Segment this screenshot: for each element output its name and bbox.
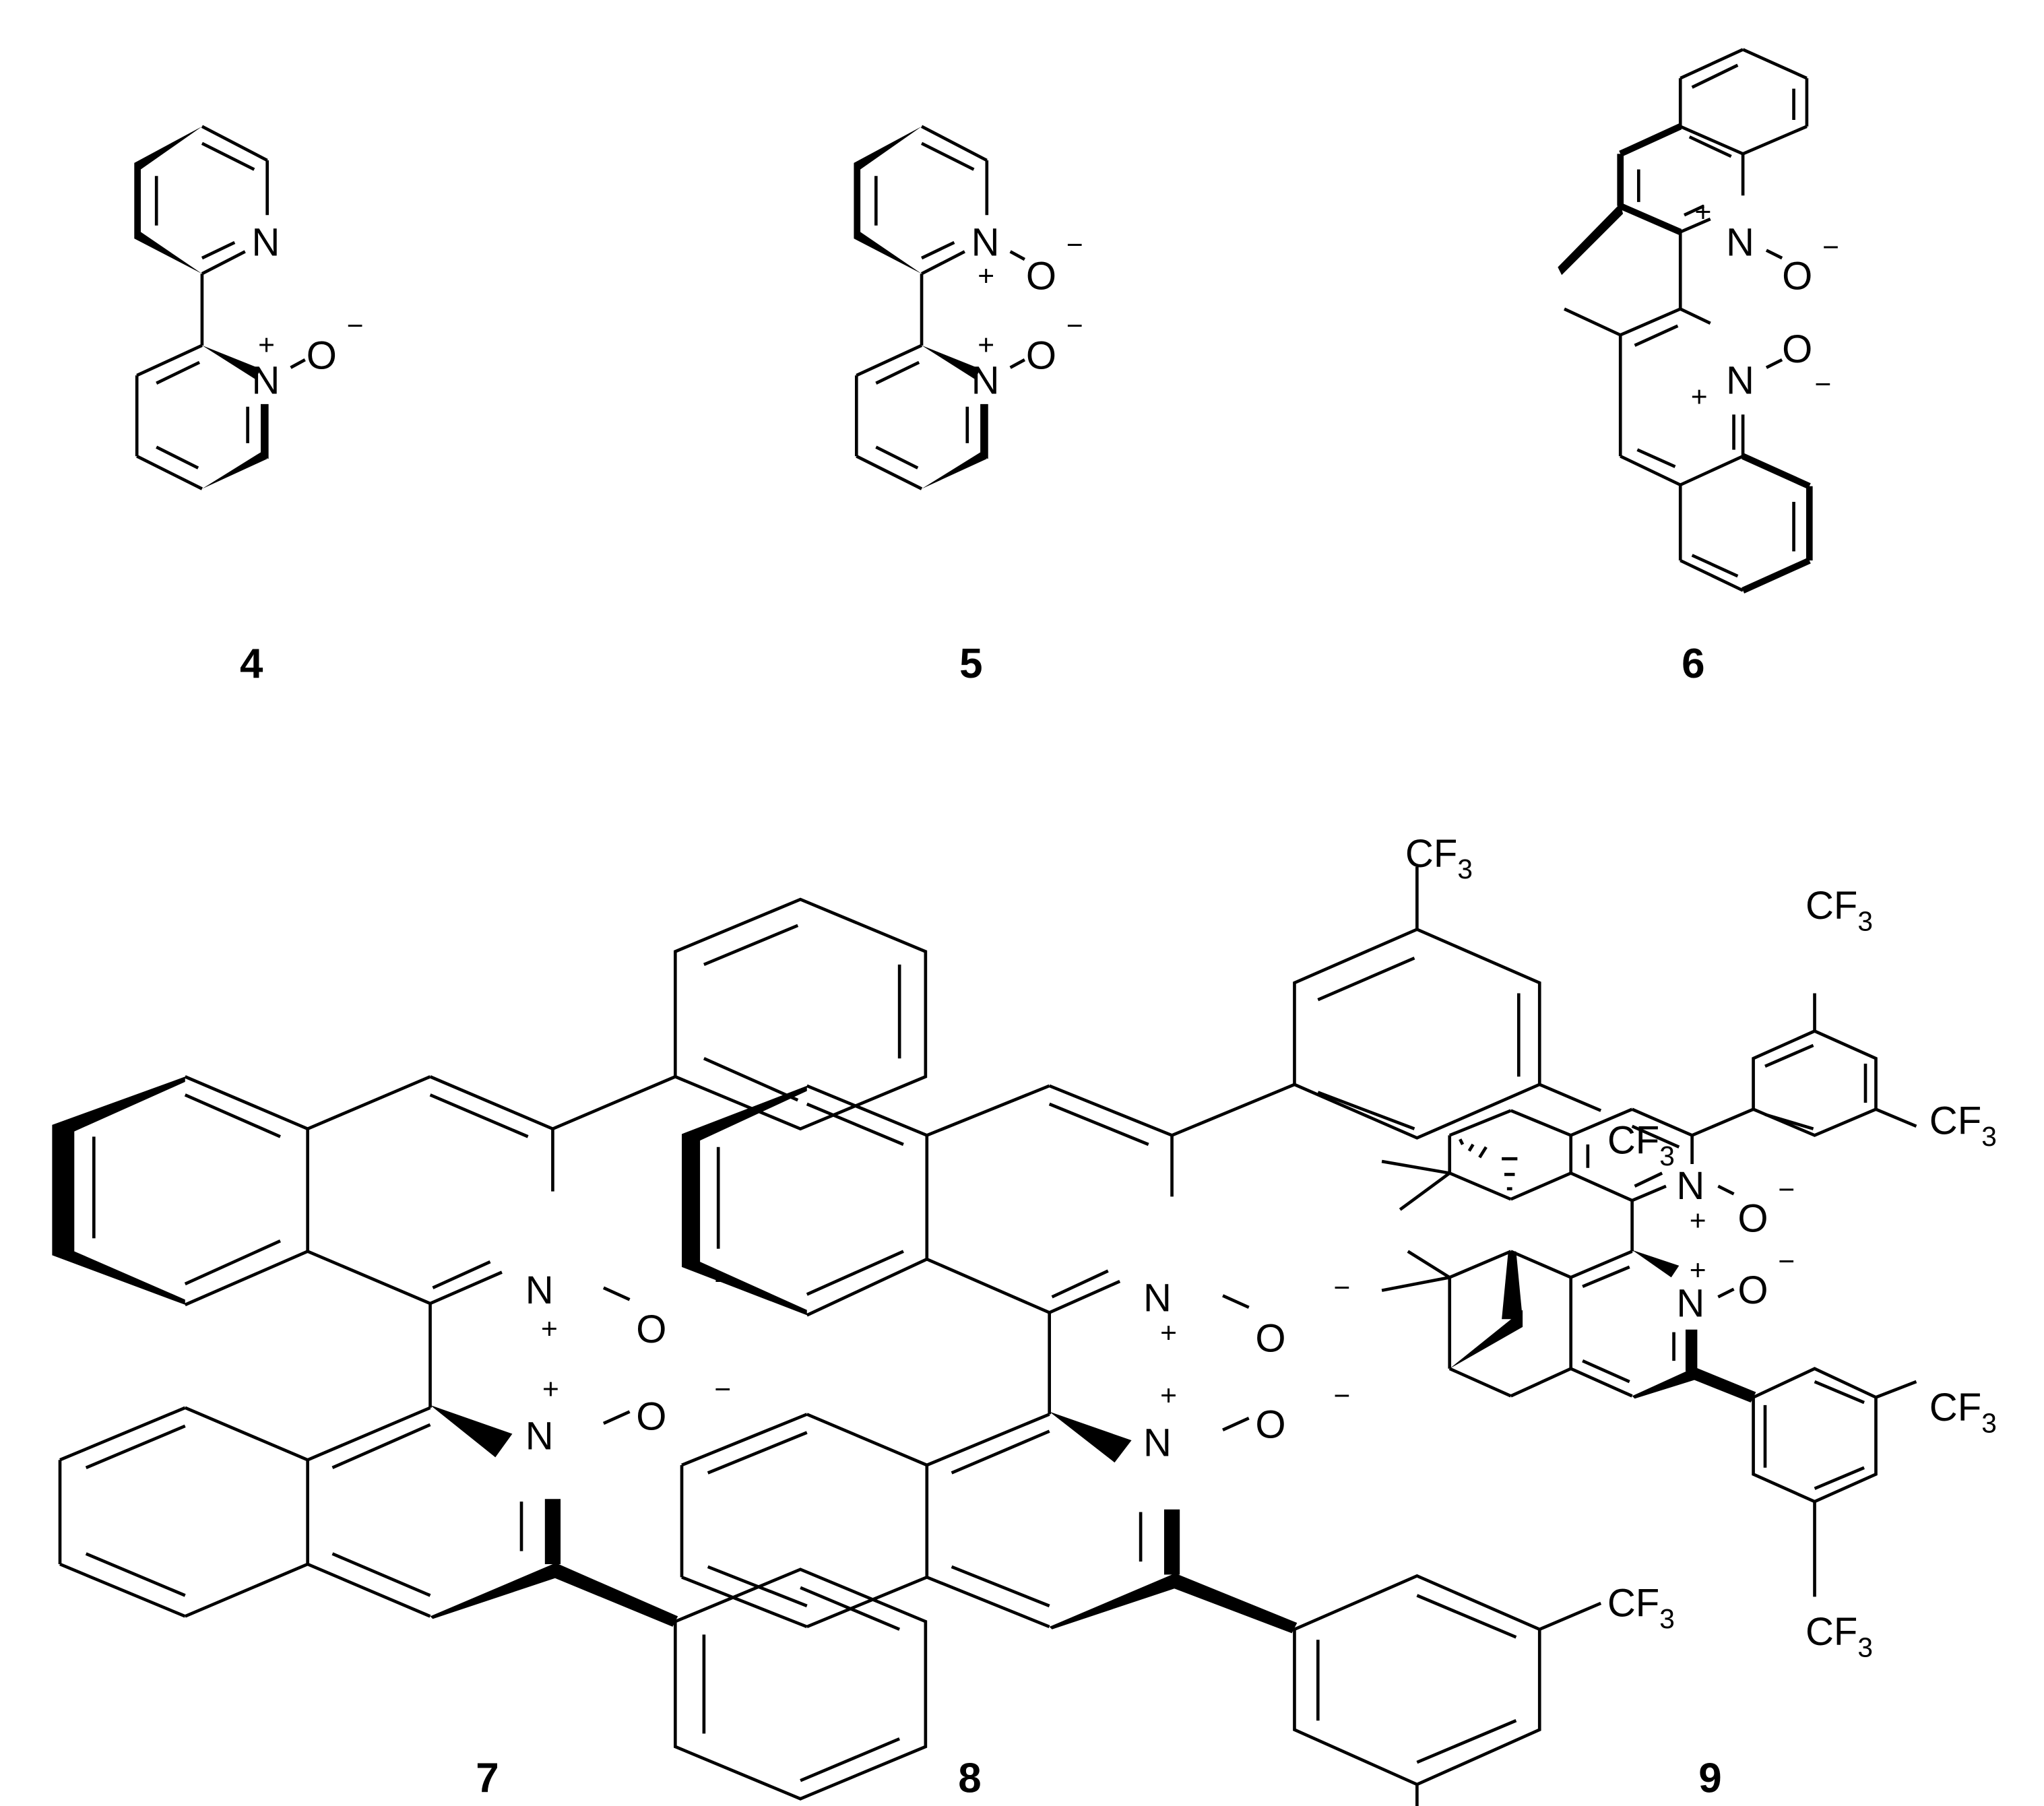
cf3-group: CF3 — [1806, 1610, 1873, 1663]
compound-label-8: 8 — [958, 1755, 981, 1802]
compound-label-6: 6 — [1682, 641, 1704, 687]
charge-plus: + — [1690, 1254, 1706, 1287]
compound-6: N + O − N + O − 6 — [1558, 48, 1839, 687]
charge-minus: − — [1334, 1380, 1351, 1412]
atom-n1: N — [1676, 1164, 1704, 1208]
charge-plus: + — [1691, 381, 1708, 414]
atom-n2: N — [1143, 1421, 1172, 1464]
charge-plus: + — [541, 1313, 558, 1345]
compound-9: N + O − CF3 CF3 N + O − CF3 CF3 9 — [1381, 884, 1997, 1802]
cf3-group: CF3 — [1806, 884, 1873, 936]
atom-o1: O — [636, 1308, 666, 1351]
atom-n2: N — [251, 358, 280, 402]
charge-plus: + — [1690, 1205, 1706, 1237]
charge-minus: − — [714, 1373, 731, 1405]
charge-minus: − — [1815, 368, 1832, 400]
charge-minus: − — [1778, 1173, 1795, 1206]
charge-plus: + — [1160, 1317, 1177, 1349]
compound-4: N N + O − 4 — [134, 125, 364, 687]
charge-minus: − — [1066, 309, 1083, 342]
atom-n1: N — [525, 1268, 554, 1312]
atom-o1: O — [1255, 1317, 1285, 1361]
atom-o2: O — [636, 1395, 666, 1439]
charge-minus: − — [1778, 1246, 1795, 1278]
atom-o2: O — [1255, 1402, 1285, 1446]
charge-minus: − — [1066, 228, 1083, 261]
atom-o1: O — [1026, 255, 1056, 298]
atom-n1: N — [251, 220, 280, 264]
charge-plus: + — [258, 329, 275, 361]
cf3-group: CF3 — [1607, 1118, 1675, 1171]
atom-n1: N — [1143, 1277, 1172, 1320]
charge-plus: + — [978, 329, 994, 361]
compound-label-5: 5 — [959, 641, 982, 687]
atom-n1: N — [1726, 220, 1754, 264]
charge-plus: + — [1695, 196, 1712, 228]
hashed-wedge-bond — [1459, 1138, 1518, 1191]
atom-n2: N — [525, 1415, 554, 1458]
cf3-group: CF3 — [1929, 1099, 1997, 1151]
atom-o2: O — [1737, 1268, 1768, 1312]
atom-n2: N — [1726, 358, 1754, 402]
cf3-group: CF3 — [1607, 1581, 1675, 1634]
atom-o1: O — [1782, 255, 1812, 298]
atom-n2: N — [1676, 1281, 1704, 1325]
charge-minus: − — [1822, 231, 1839, 263]
compound-7: N + O − N + O − 7 — [52, 897, 928, 1802]
cf3-group: CF3 — [1929, 1386, 1997, 1438]
charge-plus: + — [542, 1373, 559, 1405]
cf3-group: CF3 — [1405, 832, 1473, 884]
compound-label-7: 7 — [476, 1755, 499, 1802]
charge-plus: + — [1160, 1380, 1177, 1412]
charge-minus: − — [347, 309, 364, 342]
charge-minus: − — [1334, 1271, 1351, 1303]
atom-o2: O — [307, 334, 337, 378]
atom-o1: O — [1737, 1197, 1768, 1241]
compound-5: N + O − N + O − 5 — [854, 125, 1083, 687]
atom-o2: O — [1782, 327, 1812, 371]
compound-label-9: 9 — [1698, 1755, 1721, 1802]
compound-label-4: 4 — [240, 641, 263, 687]
atom-n1: N — [971, 220, 1000, 264]
charge-plus: + — [978, 260, 994, 292]
atom-n2: N — [971, 358, 1000, 402]
compound-8: N + O − CF3 CF3 N + O − CF3 CF3 8 — [680, 832, 1675, 1806]
atom-o2: O — [1026, 334, 1056, 378]
wedge-bond — [134, 162, 141, 239]
